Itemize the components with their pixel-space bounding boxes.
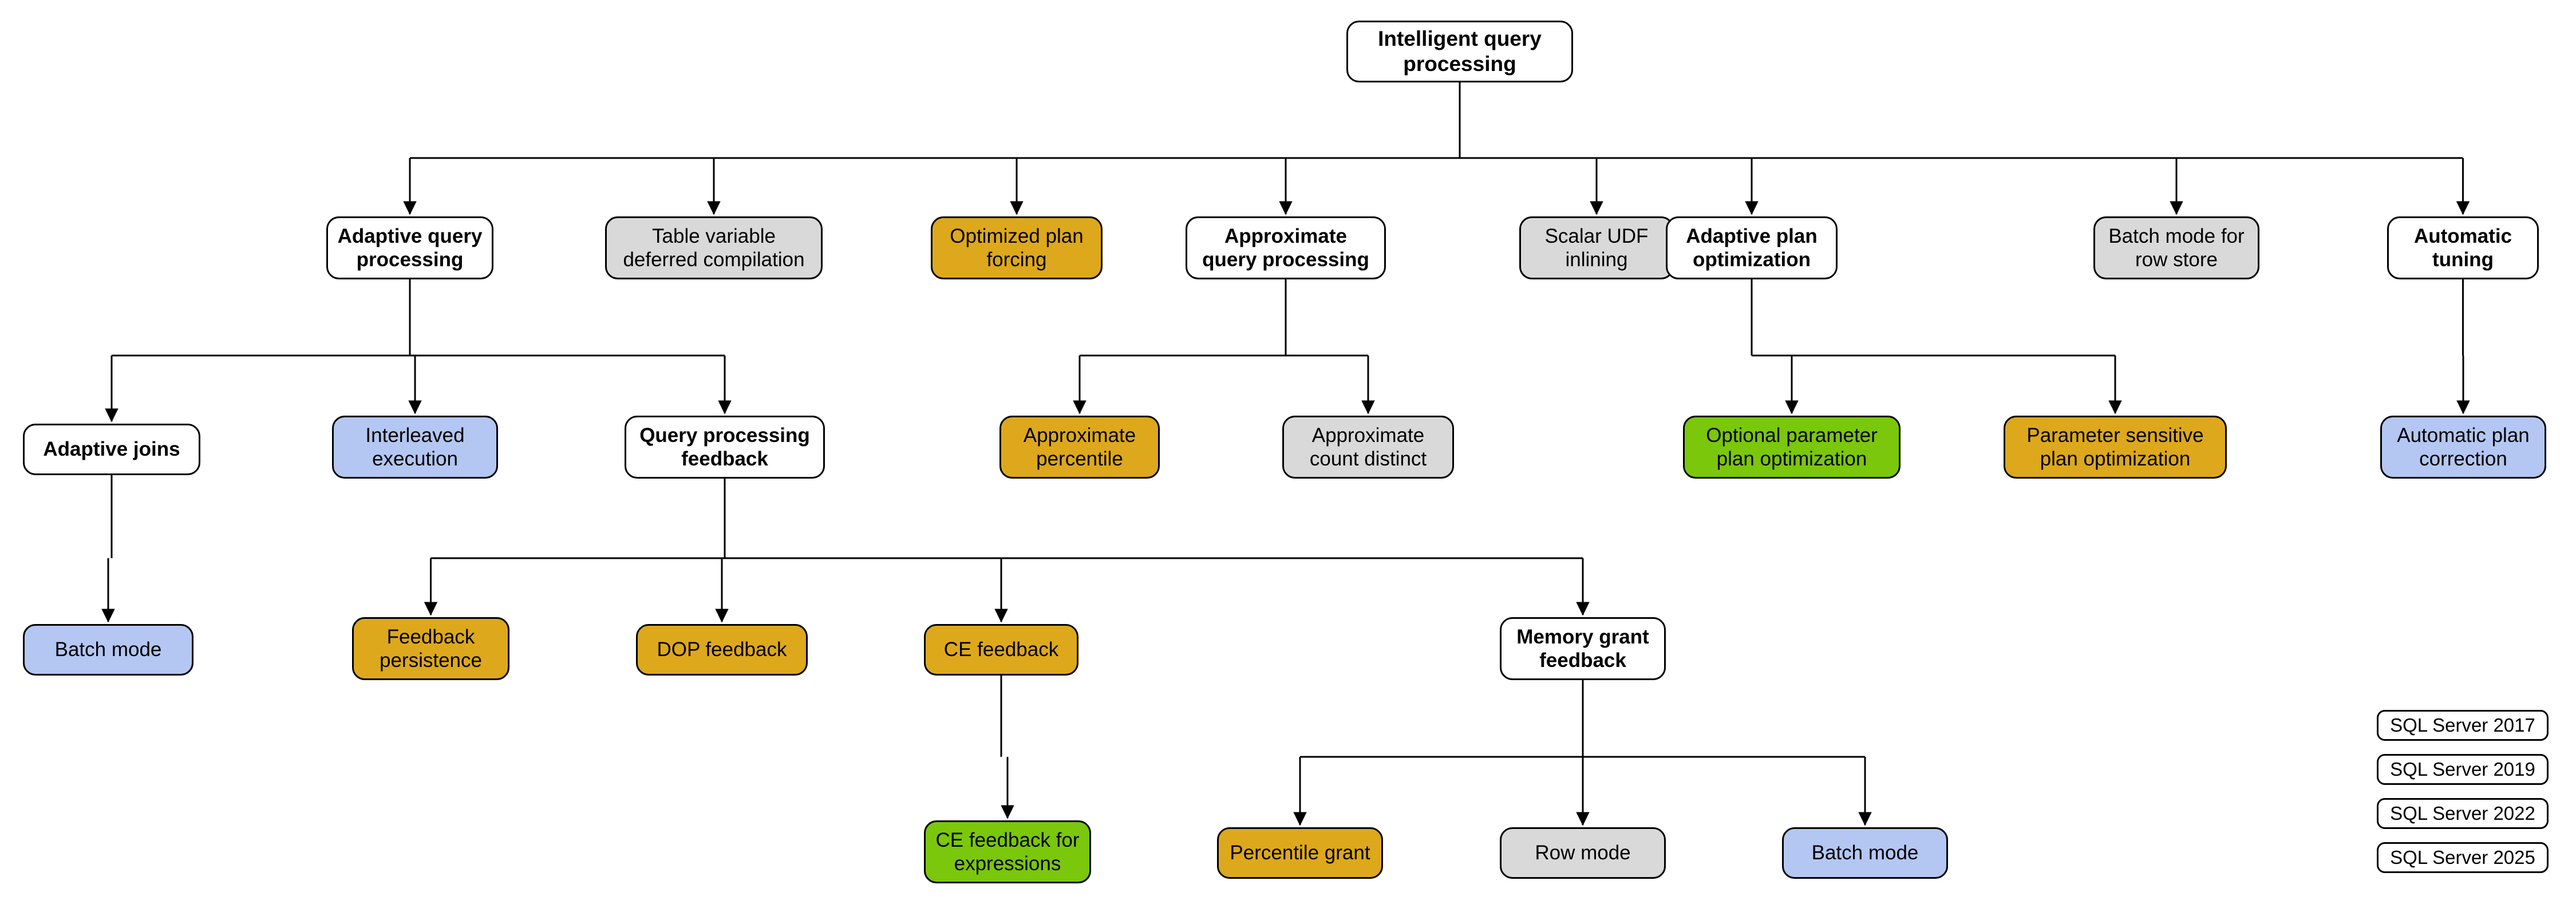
node-batchmode1[interactable]: Batch mode: [23, 624, 193, 676]
node-oppo[interactable]: Optional parameter plan optimization: [1683, 416, 1901, 479]
node-approxcnt[interactable]: Approximate count distinct: [1282, 416, 1454, 479]
node-mgf[interactable]: Memory grant feedback: [1500, 617, 1666, 680]
node-apc[interactable]: Automatic plan correction: [2380, 416, 2546, 479]
node-qpf[interactable]: Query processing feedback: [625, 416, 825, 479]
node-cefb[interactable]: CE feedback: [924, 624, 1078, 676]
node-bmrs[interactable]: Batch mode for row store: [2093, 216, 2259, 279]
node-pctgrant[interactable]: Percentile grant: [1217, 827, 1383, 879]
node-aqp[interactable]: Adaptive query processing: [326, 216, 493, 279]
node-cefbexpr[interactable]: CE feedback for expressions: [924, 820, 1091, 883]
legend-item: SQL Server 2019: [2377, 754, 2549, 785]
legend-item: SQL Server 2025: [2377, 842, 2549, 873]
node-tvdc[interactable]: Table variable deferred compilation: [605, 216, 823, 279]
legend-item: SQL Server 2017: [2377, 710, 2549, 741]
legend-item: SQL Server 2022: [2377, 798, 2549, 829]
node-fbpersist[interactable]: Feedback persistence: [352, 617, 509, 680]
node-approxpct[interactable]: Approximate percentile: [999, 416, 1160, 479]
node-pspo[interactable]: Parameter sensitive plan optimization: [2004, 416, 2227, 479]
node-opf[interactable]: Optimized plan forcing: [931, 216, 1103, 279]
node-apo[interactable]: Adaptive plan optimization: [1666, 216, 1838, 279]
node-batchmode2[interactable]: Batch mode: [1782, 827, 1948, 879]
node-root[interactable]: Intelligent query processing: [1346, 21, 1573, 82]
node-adaptjoins[interactable]: Adaptive joins: [23, 424, 200, 475]
node-udf[interactable]: Scalar UDF inlining: [1519, 216, 1674, 279]
node-aqp2[interactable]: Approximate query processing: [1186, 216, 1386, 279]
node-autotune[interactable]: Automatic tuning: [2387, 216, 2539, 279]
node-interleaved[interactable]: Interleaved execution: [332, 416, 498, 479]
node-dopfb[interactable]: DOP feedback: [636, 624, 808, 676]
node-rowmode[interactable]: Row mode: [1500, 827, 1666, 879]
